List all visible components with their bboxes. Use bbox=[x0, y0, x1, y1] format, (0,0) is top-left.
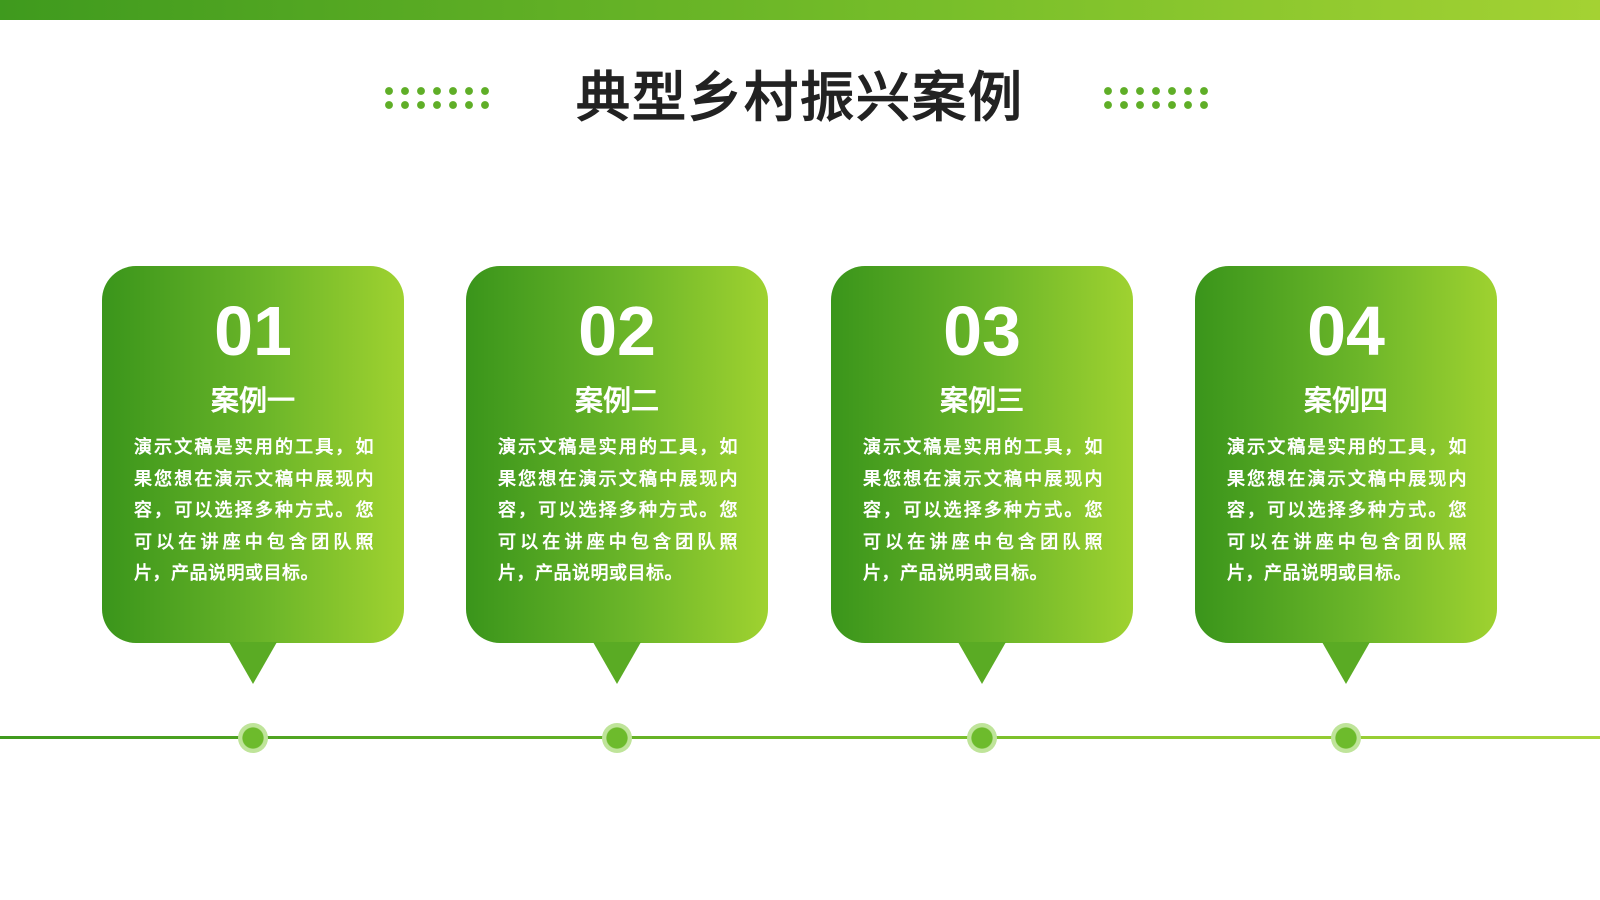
case-card-1: 01 案例一 演示文稿是实用的工具，如果您想在演示文稿中展现内容，可以选择多种方… bbox=[102, 266, 404, 643]
timeline-node-4 bbox=[1331, 723, 1361, 753]
timeline-line bbox=[0, 736, 1600, 739]
case-number: 02 bbox=[578, 292, 656, 370]
timeline-node-3 bbox=[967, 723, 997, 753]
case-title: 案例一 bbox=[210, 384, 295, 417]
case-card-pointer bbox=[958, 642, 1006, 684]
case-description: 演示文稿是实用的工具，如果您想在演示文稿中展现内容，可以选择多种方式。您可以在讲… bbox=[498, 437, 738, 584]
case-number: 03 bbox=[943, 292, 1021, 370]
case-card-pointer bbox=[229, 642, 277, 684]
decorative-dots-left bbox=[381, 84, 493, 112]
case-card-3: 03 案例三 演示文稿是实用的工具，如果您想在演示文稿中展现内容，可以选择多种方… bbox=[831, 266, 1133, 643]
decorative-dots-right bbox=[1100, 84, 1212, 112]
case-description: 演示文稿是实用的工具，如果您想在演示文稿中展现内容，可以选择多种方式。您可以在讲… bbox=[134, 437, 374, 584]
case-title: 案例三 bbox=[939, 384, 1024, 417]
top-accent-bar bbox=[0, 0, 1600, 20]
case-card-2: 02 案例二 演示文稿是实用的工具，如果您想在演示文稿中展现内容，可以选择多种方… bbox=[466, 266, 768, 643]
timeline-node-2 bbox=[602, 723, 632, 753]
case-description: 演示文稿是实用的工具，如果您想在演示文稿中展现内容，可以选择多种方式。您可以在讲… bbox=[863, 437, 1103, 584]
case-title: 案例二 bbox=[574, 384, 659, 417]
case-card-4: 04 案例四 演示文稿是实用的工具，如果您想在演示文稿中展现内容，可以选择多种方… bbox=[1195, 266, 1497, 643]
case-card-pointer bbox=[1322, 642, 1370, 684]
case-title: 案例四 bbox=[1303, 384, 1388, 417]
case-number: 01 bbox=[214, 292, 292, 370]
case-number: 04 bbox=[1307, 292, 1385, 370]
timeline-node-1 bbox=[238, 723, 268, 753]
case-description: 演示文稿是实用的工具，如果您想在演示文稿中展现内容，可以选择多种方式。您可以在讲… bbox=[1227, 437, 1467, 584]
case-card-pointer bbox=[593, 642, 641, 684]
page-title: 典型乡村振兴案例 bbox=[576, 65, 1024, 129]
